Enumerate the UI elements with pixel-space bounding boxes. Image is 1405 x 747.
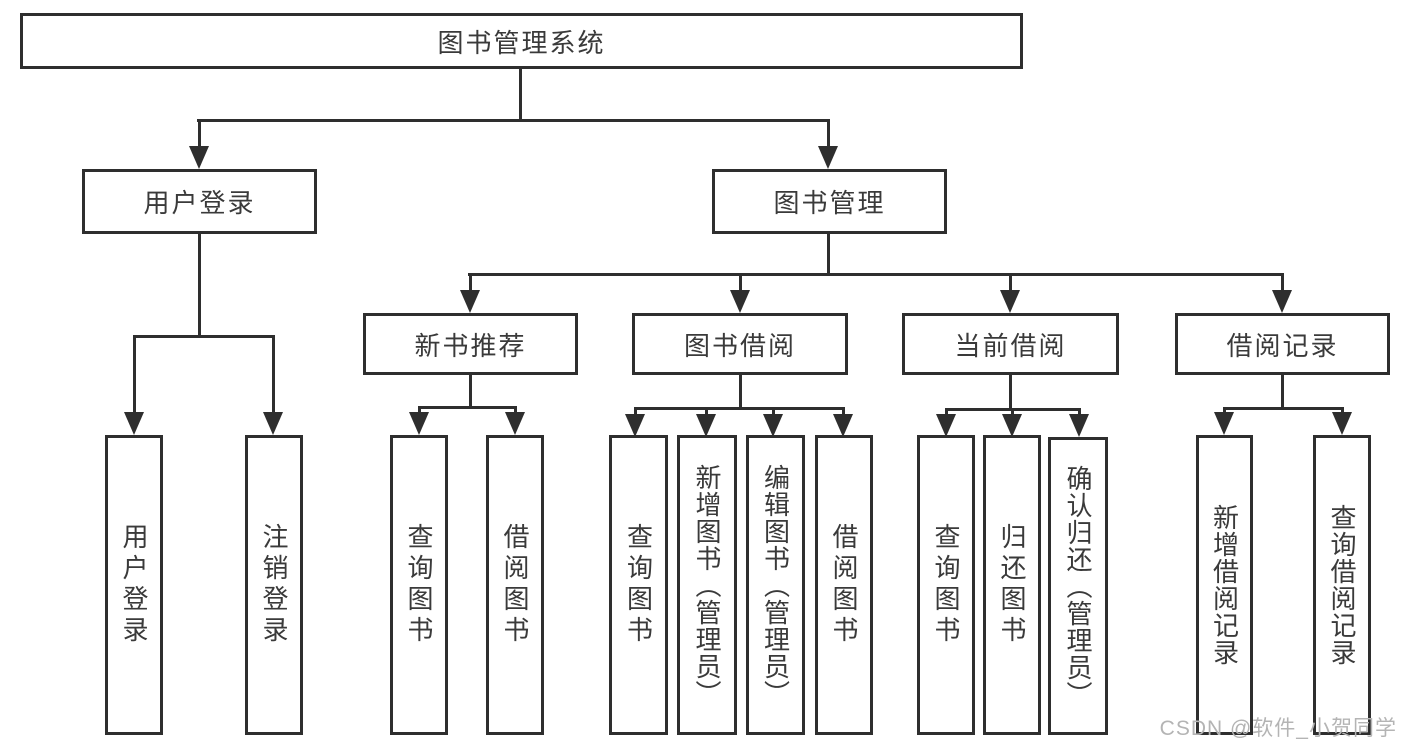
connector-line [1341,407,1344,414]
connector-line [842,407,845,415]
arrow-down-icon [505,412,525,435]
arrow-down-icon [189,146,209,169]
leaf-edit-book-admin: 编辑图书（管理员） [746,435,805,735]
node-library-management-system: 图书管理系统 [20,13,1023,69]
leaf-return-book: 归还图书 [983,435,1041,735]
node-label: 当前借阅 [954,330,1067,361]
connector-line [418,406,421,414]
connector-line [468,273,1284,276]
connector-line [705,407,708,415]
connector-line [469,375,472,406]
node-label: 图书管理系统 [437,27,606,58]
connector-line [1281,375,1284,407]
arrow-down-icon [1002,414,1022,437]
leaf-label: 编辑图书（管理员） [760,463,791,707]
leaf-label: 借阅图书 [500,523,530,647]
arrow-down-icon [263,412,283,435]
leaf-query-book-recommend: 查询图书 [390,435,448,735]
connector-line [418,406,517,409]
leaf-label: 注销登录 [259,523,289,647]
arrow-down-icon [1214,412,1234,435]
arrow-down-icon [696,414,716,437]
leaf-user-login: 用户登录 [105,435,163,735]
connector-line [519,69,522,119]
connector-line [634,407,845,410]
connector-line [1009,375,1012,408]
leaf-logout: 注销登录 [245,435,303,735]
connector-line [272,335,275,413]
connector-line [198,234,201,335]
connector-line [514,406,517,414]
arrow-down-icon [818,146,838,169]
node-label: 用户登录 [143,188,256,218]
connector-line [1281,273,1284,292]
leaf-label: 借阅图书 [829,523,859,647]
arrow-down-icon [625,414,645,437]
connector-line [133,335,136,413]
connector-line [945,408,948,415]
leaf-query-book-current: 查询图书 [917,435,975,735]
leaf-label: 归还图书 [997,523,1027,647]
leaf-label: 用户登录 [119,523,149,647]
leaf-label: 查询图书 [404,523,434,647]
arrow-down-icon [1069,414,1089,437]
node-label: 图书借阅 [683,330,796,361]
arrow-down-icon [730,290,750,313]
arrow-down-icon [1332,412,1352,435]
leaf-label: 新增借阅记录 [1209,504,1240,666]
connector-line [739,273,742,292]
arrow-down-icon [763,414,783,437]
leaf-add-book-admin: 新增图书（管理员） [677,435,737,735]
connector-line [133,335,275,338]
node-current-borrow: 当前借阅 [902,313,1119,375]
csdn-watermark: CSDN @软件_小贺同学 [1159,717,1397,740]
connector-line [469,273,472,292]
connector-line [827,119,830,148]
leaf-label: 查询图书 [931,523,961,647]
connector-line [1009,273,1012,292]
arrow-down-icon [1272,290,1292,313]
connector-line [197,119,830,122]
arrow-down-icon [1000,290,1020,313]
node-user-login: 用户登录 [82,169,317,234]
node-book-borrow: 图书借阅 [632,313,848,375]
arrow-down-icon [409,412,429,435]
arrow-down-icon [936,414,956,437]
node-label: 新书推荐 [414,330,527,361]
leaf-query-borrow-record: 查询借阅记录 [1313,435,1371,735]
leaf-label: 查询图书 [623,523,654,647]
leaf-label: 新增图书（管理员） [692,463,722,707]
connector-line [1011,408,1014,415]
node-borrow-record: 借阅记录 [1175,313,1390,375]
connector-line [1078,408,1081,415]
leaf-label: 确认归还（管理员） [1063,464,1093,708]
node-label: 借阅记录 [1226,330,1339,361]
connector-line [1223,407,1343,410]
connector-line [772,407,775,415]
leaf-borrow-book-recommend: 借阅图书 [486,435,544,735]
node-label: 图书管理 [773,188,886,218]
connector-line [198,119,201,148]
connector-line [1223,407,1226,414]
connector-line [827,234,830,273]
leaf-borrow-book: 借阅图书 [815,435,873,735]
leaf-add-borrow-record: 新增借阅记录 [1196,435,1253,735]
arrow-down-icon [833,414,853,437]
leaf-confirm-return-admin: 确认归还（管理员） [1048,437,1108,735]
arrow-down-icon [460,290,480,313]
connector-line [634,407,637,415]
leaf-query-book-borrow: 查询图书 [609,435,668,735]
arrow-down-icon [124,412,144,435]
connector-line [739,375,742,407]
node-book-management: 图书管理 [712,169,947,234]
node-new-book-recommend: 新书推荐 [363,313,578,375]
leaf-label: 查询借阅记录 [1327,504,1357,666]
